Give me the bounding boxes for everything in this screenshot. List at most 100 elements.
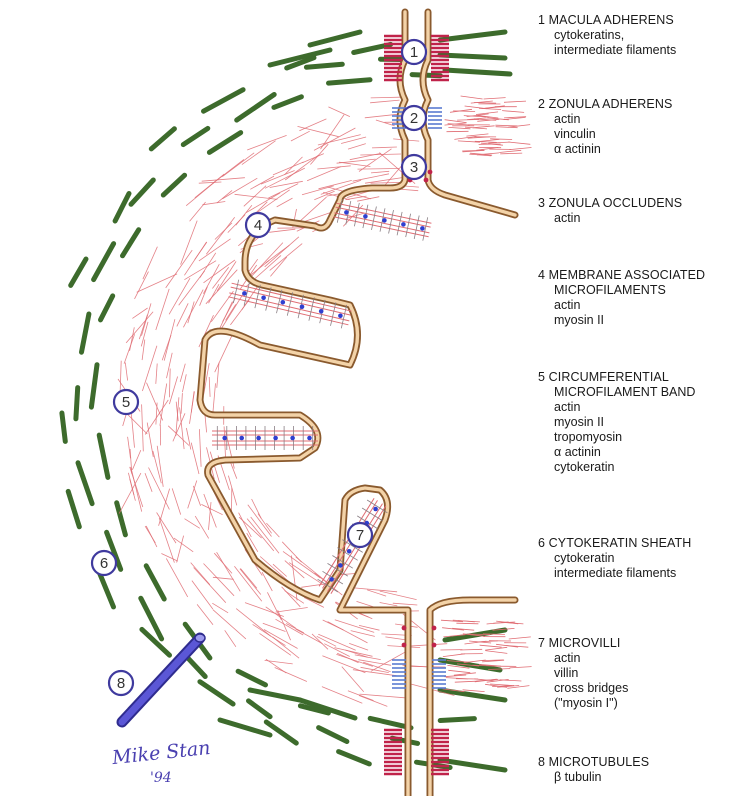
legend-entry-title: 2 ZONULA ADHERENS (538, 97, 742, 112)
cytokeratin-filament (82, 314, 89, 352)
legend-entry-line: villin (538, 666, 742, 681)
junction-complexes (384, 36, 449, 774)
occludens-point (424, 178, 429, 183)
cytokeratin-filament (238, 671, 265, 685)
actin-filament (322, 656, 365, 673)
actin-filament (191, 391, 194, 412)
cytokeratin-filament (445, 70, 510, 74)
marker-label: 2 (410, 110, 418, 127)
actin-filament (285, 561, 305, 579)
actin-filament (336, 654, 372, 666)
cytokeratin-filament (306, 64, 342, 67)
myosin-dot (222, 436, 227, 441)
actin-filament (181, 393, 182, 414)
actin-filament (473, 126, 495, 128)
legend-entry-title: 1 MACULA ADHERENS (538, 13, 742, 28)
actin-filament (143, 247, 158, 280)
actin-filament (245, 603, 284, 617)
actin-filament (180, 364, 185, 382)
cytokeratin-filament (131, 180, 153, 204)
legend-entry-line: cytokeratin (538, 460, 742, 475)
cytokeratin-filament (440, 690, 505, 700)
legend-entry-line: actin (538, 651, 742, 666)
cross-bridge (362, 508, 382, 521)
cytokeratin-filament (249, 701, 271, 717)
legend-entry: 3 ZONULA OCCLUDENSactin (538, 196, 742, 226)
actin-filament (241, 569, 257, 589)
actin-filament (230, 300, 249, 325)
actin-filament (126, 413, 148, 435)
actin-filament (251, 243, 283, 278)
marker-4: 4 (246, 213, 270, 237)
actin-filament (142, 346, 157, 391)
actin-filament (169, 278, 190, 314)
actin-filament (393, 603, 418, 605)
actin-filament (236, 609, 271, 637)
legend-entry-line: actin (538, 211, 742, 226)
myosin-dot (307, 436, 312, 441)
cross-bridge (372, 207, 377, 230)
actin-filament (504, 101, 526, 102)
cytokeratin-filament (310, 32, 360, 45)
actin-filament (217, 190, 232, 203)
actin-filament (132, 308, 147, 318)
actin-filament (335, 620, 374, 633)
legend-entry-line: myosin II (538, 415, 742, 430)
actin-filament (348, 144, 366, 150)
cytokeratin-filament (187, 657, 205, 676)
marker-label: 4 (254, 217, 262, 234)
actin-filament (217, 552, 241, 591)
actin-filament (370, 100, 400, 103)
marker-label: 8 (117, 675, 125, 692)
occludens-point (402, 626, 407, 631)
actin-filament (460, 649, 482, 650)
legend-entry-title: 6 CYTOKERATIN SHEATH (538, 536, 742, 551)
actin-filament (269, 229, 295, 232)
actin-filament (194, 568, 226, 603)
cytokeratin-filament (274, 97, 302, 108)
cytokeratin-filament (142, 629, 170, 655)
cytokeratin-filament (237, 95, 275, 121)
actin-filament (193, 486, 200, 506)
actin-filament (195, 516, 209, 538)
cytokeratin-filament (329, 80, 371, 83)
cytokeratin-filament (115, 194, 129, 222)
actin-filament (145, 473, 152, 492)
actin-filament (476, 641, 498, 642)
actin-filament (483, 634, 505, 635)
legend-entry-title: 7 MICROVILLI (538, 636, 742, 651)
actin-filament (286, 624, 304, 633)
actin-filament (156, 364, 157, 384)
legend-entry-line: MICROFILAMENTS (538, 283, 742, 298)
actin-filament (213, 610, 246, 639)
actin-filament (328, 622, 368, 643)
legend-entry-line: actin (538, 112, 742, 127)
legend-entry-line: α actinin (538, 142, 742, 157)
actin-filament (247, 135, 286, 150)
cross-bridge (255, 285, 260, 308)
actin-filament (169, 369, 170, 398)
cytokeratin-filament (99, 435, 108, 477)
marker-3: 3 (402, 155, 426, 179)
myosin-dot (401, 222, 406, 227)
myosin-dot (273, 436, 278, 441)
actin-filament (499, 150, 521, 152)
myosin-dot (261, 296, 266, 301)
actin-filament (200, 287, 208, 306)
cytokeratin-filament (440, 55, 505, 58)
occludens-point (402, 643, 407, 648)
legend-entry-line: MICROFILAMENT BAND (538, 385, 742, 400)
legend-entry-line: cross bridges (538, 681, 742, 696)
signature-year: '94 (150, 770, 172, 786)
occludens-point (432, 643, 437, 648)
cytokeratin-filament (209, 133, 240, 153)
legend-entry-line: tropomyosin (538, 430, 742, 445)
cross-bridge (233, 280, 238, 303)
actin-filament (276, 619, 304, 635)
actin-filament (457, 120, 479, 121)
cross-bridge (331, 302, 336, 325)
actin-filament (509, 637, 531, 639)
legend-entry-title: 4 MEMBRANE ASSOCIATED (538, 268, 742, 283)
